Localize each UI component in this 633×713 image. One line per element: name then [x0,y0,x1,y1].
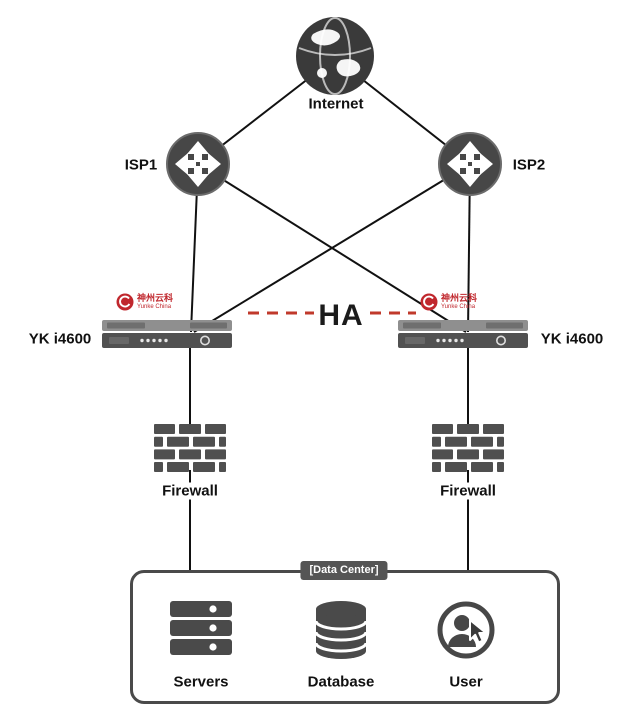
isp2-router-icon [438,132,502,196]
firewall-right-icon [432,424,504,472]
brand-name-en: Yunke China [137,303,172,310]
yunke-logo-icon [420,293,438,311]
ha-label: HA [318,299,364,332]
user-icon [437,601,495,659]
vendor-logo-left: 神州云科 Yunke China [116,293,173,311]
servers-icon [170,601,232,655]
database-label: Database [307,673,375,691]
user-label: User [449,673,483,691]
vendor-logo-text: 神州云科 Yunke China [137,293,174,310]
link-isp2-device-left [193,163,471,333]
database-icon [314,601,368,659]
servers-label: Servers [173,673,229,691]
brand-name-en: Yunke China [441,303,476,310]
isp1-router-icon [166,132,230,196]
vendor-logo-text: 神州云科 Yunke China [441,293,478,310]
internet-globe-icon [296,17,374,95]
firewall-right-label: Firewall [435,482,501,500]
cursor-arrow-icon [469,619,487,644]
yunke-logo-icon [116,293,134,311]
firewall-left-label: Firewall [157,482,223,500]
internet-label: Internet [308,95,364,113]
isp1-label: ISP1 [124,156,158,174]
yk-i4600-appliance-left-icon [102,320,232,348]
device-left-label: YK i4600 [28,330,92,348]
device-right-label: YK i4600 [540,330,604,348]
brand-name-cn: 神州云科 [441,293,478,304]
firewall-left-icon [154,424,226,472]
brand-name-cn: 神州云科 [137,293,174,304]
datacenter-badge: [Data Center] [300,561,388,580]
vendor-logo-right: 神州云科 Yunke China [420,293,477,311]
isp2-label: ISP2 [512,156,546,174]
yk-i4600-appliance-right-icon [398,320,528,348]
